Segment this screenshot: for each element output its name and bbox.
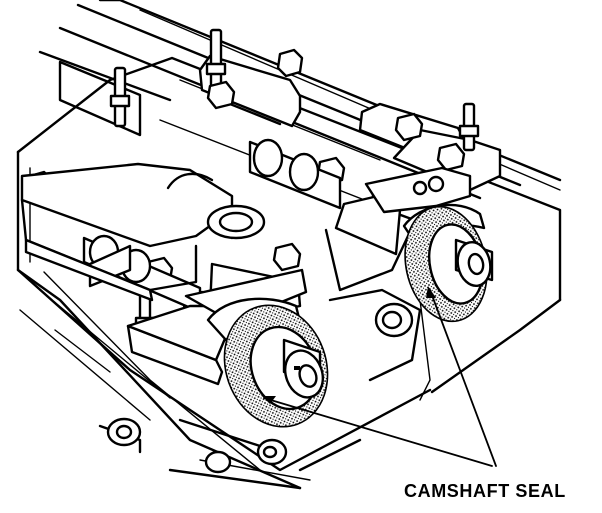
left-camshaft-end <box>206 297 329 428</box>
camshafts <box>82 138 342 314</box>
camshaft-seal-label: CAMSHAFT SEAL <box>404 481 566 501</box>
left-camshaft-holder <box>20 162 266 302</box>
right-camshaft-holder <box>324 166 472 292</box>
camshaft-seal-leaders <box>262 286 497 467</box>
head-bosses <box>98 288 422 474</box>
right-camshaft-end <box>402 203 494 323</box>
